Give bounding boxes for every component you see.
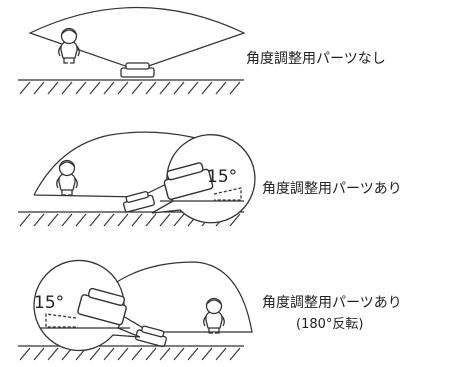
person-icon: [203, 297, 225, 334]
sensor-device-icon: [122, 191, 155, 213]
scenario-2: 15°: [18, 131, 256, 227]
angle-adapter: [45, 313, 78, 328]
ground-hatch: [19, 347, 241, 361]
detection-area: [28, 6, 246, 71]
sensor-device-icon: [134, 325, 167, 348]
scenario-1-label: 角度調整用パーツなし: [246, 51, 386, 67]
sensor-device-icon: [77, 287, 127, 326]
scenario-3-label: 角度調整用パーツあり: [262, 295, 402, 311]
scenario-1: [18, 6, 246, 95]
angle-label: 15°: [34, 293, 64, 313]
sensor-device-icon: [163, 162, 214, 200]
scenario-2-label: 角度調整用パーツあり: [262, 181, 402, 197]
scenario-3-sublabel: (180°反転): [296, 317, 364, 332]
person-icon: [56, 159, 78, 196]
person-icon: [58, 27, 80, 64]
scenario-3: 15°: [18, 259, 253, 361]
sensor-device-icon: [120, 62, 155, 78]
ground-hatch: [19, 81, 241, 95]
angle-label: 15°: [207, 167, 237, 187]
detection-area: [95, 261, 253, 333]
